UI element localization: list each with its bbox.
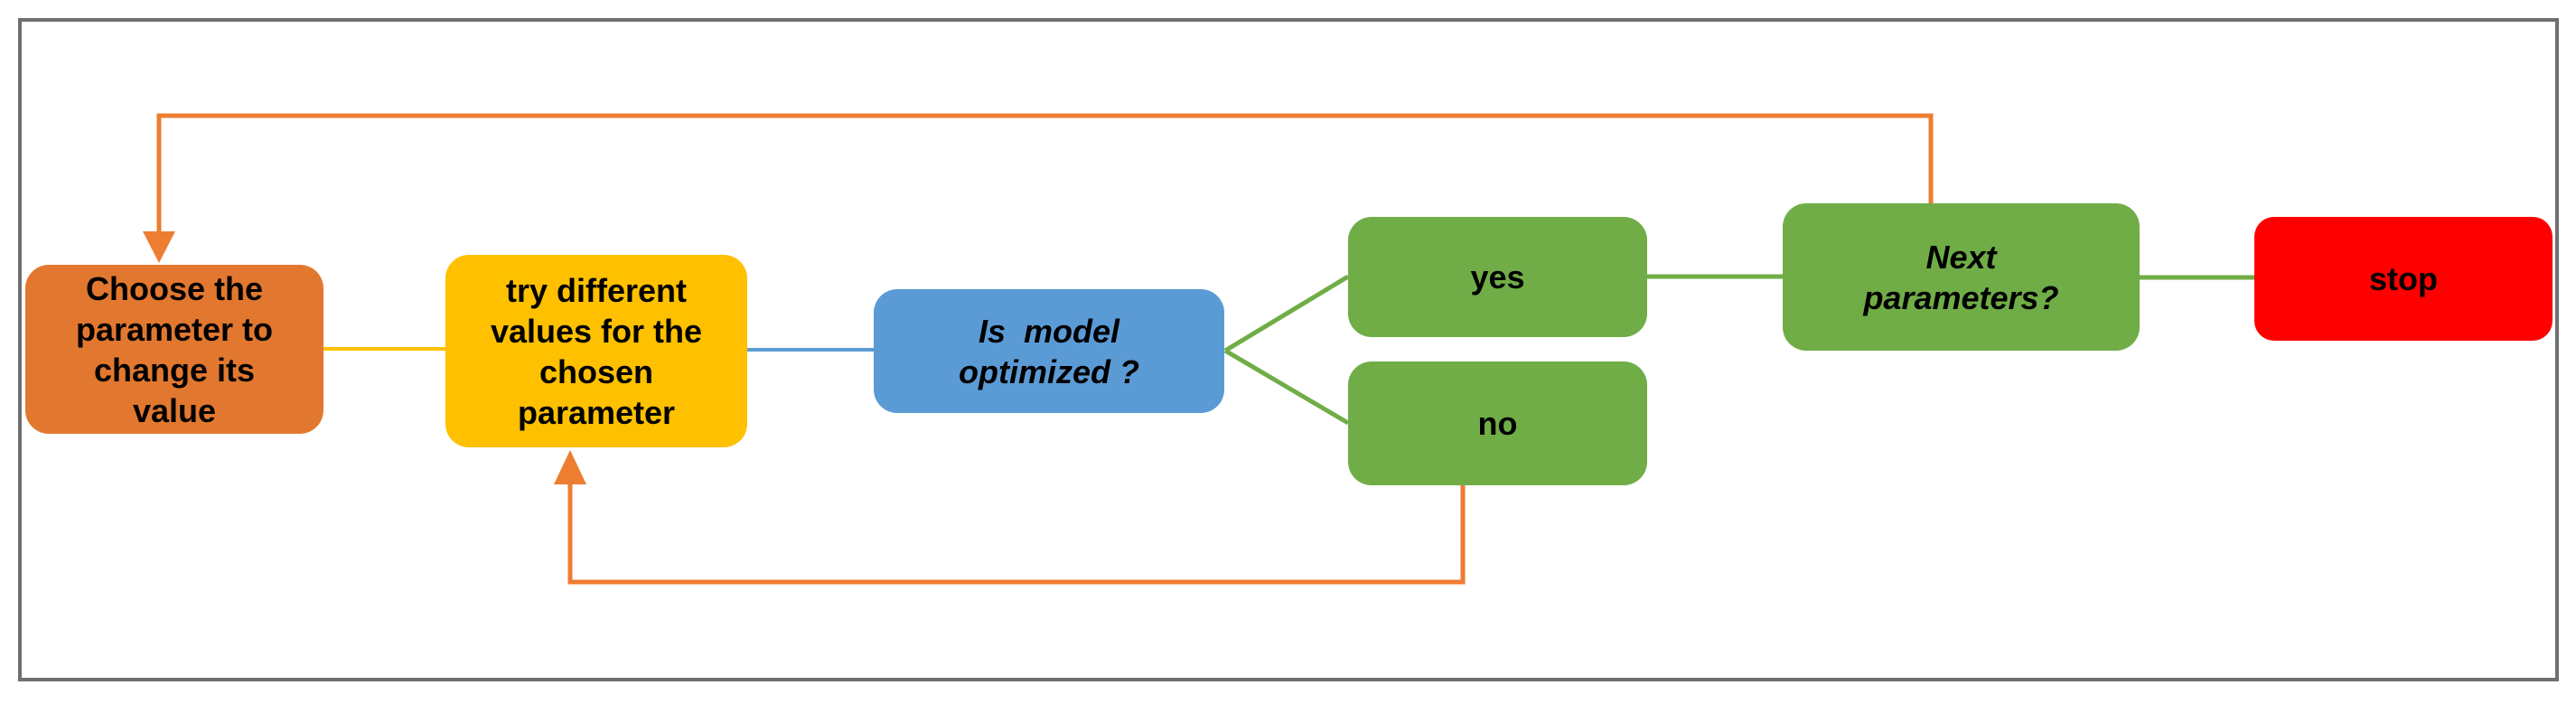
node-stop: stop bbox=[2254, 217, 2553, 341]
loop-line-next-to-choose bbox=[156, 113, 1934, 235]
node-try-values: try different values for the chosen para… bbox=[445, 255, 747, 447]
connector-optimized-to-no bbox=[1223, 348, 1350, 426]
node-is-model-optimized: Is model optimized ? bbox=[874, 289, 1224, 413]
node-no: no bbox=[1348, 361, 1647, 485]
arrowhead-into-choose-icon bbox=[143, 231, 175, 263]
loop-line-no-to-try bbox=[567, 481, 1466, 585]
outer-frame bbox=[18, 18, 2559, 681]
node-yes: yes bbox=[1348, 217, 1647, 337]
connector-optimized-to-yes bbox=[1223, 274, 1350, 353]
arrowhead-into-try-icon bbox=[554, 450, 586, 484]
node-choose-parameter: Choose the parameter to change its value bbox=[25, 265, 323, 434]
node-next-parameters: Next parameters? bbox=[1783, 203, 2140, 351]
